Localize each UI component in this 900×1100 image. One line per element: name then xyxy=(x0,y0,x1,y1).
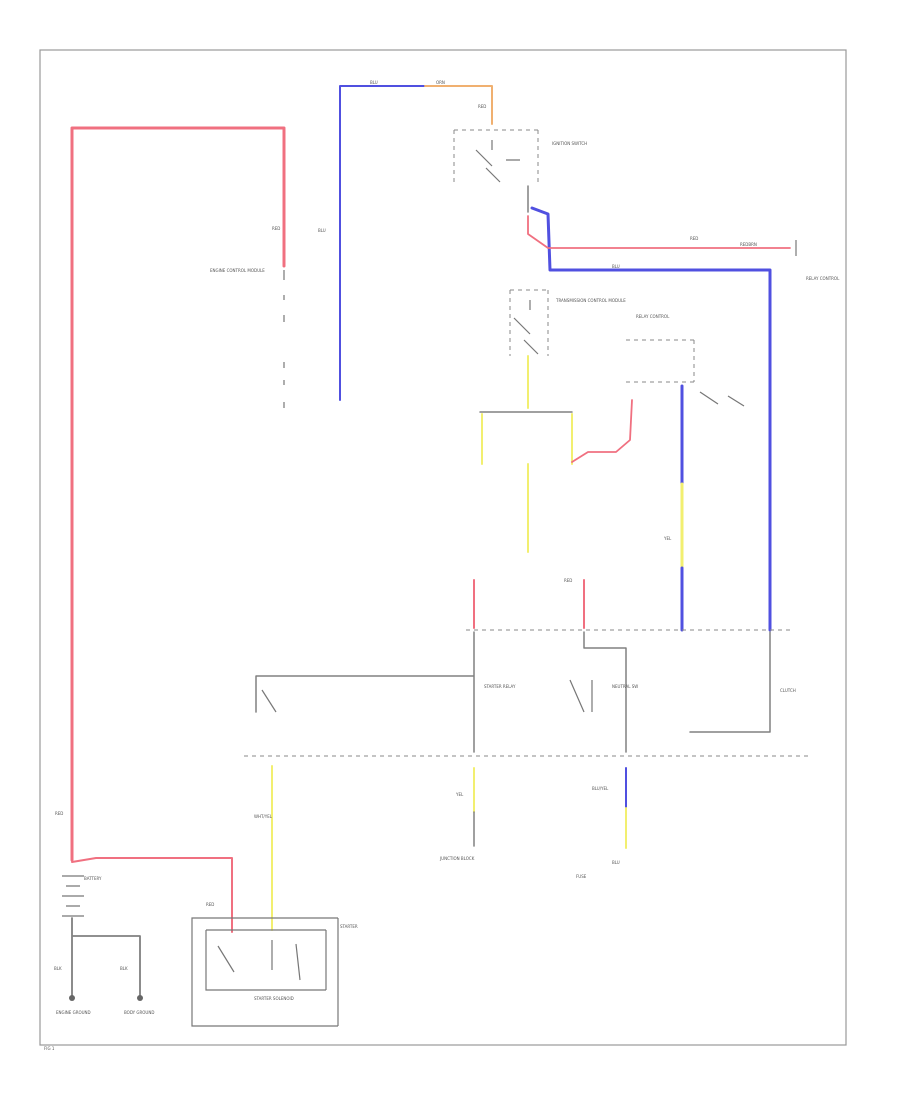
wire-blue-right-run xyxy=(530,206,772,632)
label-blu-top: BLU xyxy=(370,80,378,85)
label-neutral-switch: NEUTRAL SW xyxy=(612,684,638,689)
starter-solenoid-contacts xyxy=(217,940,301,981)
label-blu-lower: BLU xyxy=(612,860,620,865)
battery-symbol xyxy=(62,875,84,917)
label-blk-mid: BLK xyxy=(120,966,128,971)
label-battery: BATTERY xyxy=(84,876,102,881)
label-starter: STARTER xyxy=(340,924,358,929)
label-red-long: RED xyxy=(690,236,698,241)
label-relay-control: RELAY CONTROL xyxy=(806,276,840,281)
ignition-switch-contacts xyxy=(475,140,520,183)
wire-black-relay-section xyxy=(255,631,771,753)
ground-left-node xyxy=(69,995,75,1001)
wire-red-left-loop xyxy=(70,126,286,862)
label-yel-b: YEL xyxy=(455,792,464,797)
label-blu-yel: BLU/YEL xyxy=(592,786,609,791)
wire-red-battery xyxy=(71,857,233,933)
wire-orange-top xyxy=(424,85,493,125)
label-orn-top: ORN xyxy=(436,80,445,85)
label-yel-a: YEL xyxy=(663,536,672,541)
starter-frame-outer xyxy=(191,917,339,1027)
label-starter-solenoid: STARTER SOLENOID xyxy=(254,996,294,1001)
diagram-frame xyxy=(39,49,847,1046)
label-starter-relay: STARTER RELAY xyxy=(484,684,516,689)
label-blu-mid-right: BLU xyxy=(612,264,620,269)
label-transmission-control-module: TRANSMISSION CONTROL MODULE xyxy=(555,298,626,303)
relay-block-contacts xyxy=(699,391,745,407)
label-ground-right: JUNCTION BLOCK xyxy=(439,856,475,861)
label-engine-control-module: ENGINE CONTROL MODULE xyxy=(210,268,265,273)
wire-red-relay-link xyxy=(571,399,633,463)
label-blu-left-vertical: BLU xyxy=(318,228,326,233)
label-blk-left: BLK xyxy=(54,966,62,971)
tcm-bracket xyxy=(509,289,549,356)
relay-block-bracket xyxy=(626,339,695,383)
label-ignition-switch: IGNITION SWITCH xyxy=(552,141,587,146)
wire-black-battery-ground xyxy=(71,917,141,997)
label-red-left-top: RED xyxy=(272,226,280,231)
label-wht-yel: WHT/YEL xyxy=(254,814,273,819)
label-ground-left: ENGINE GROUND xyxy=(56,1010,91,1015)
wire-red-long xyxy=(527,215,791,249)
label-fig: FIG 1 xyxy=(44,1046,55,1051)
starter-frame-inner xyxy=(205,929,327,991)
neutral-switch-contact xyxy=(569,679,593,713)
label-clutch: CLUTCH xyxy=(780,688,796,693)
clutch-switch-contact xyxy=(261,689,277,713)
label-red-battery: RED xyxy=(206,902,214,907)
tcm-contacts xyxy=(513,300,539,355)
label-relay-block: RELAY CONTROL xyxy=(636,314,670,319)
ground-mid-node xyxy=(137,995,143,1001)
label-red-yel: RED xyxy=(564,578,572,583)
label-red-long2: REDBRN xyxy=(740,242,757,247)
ignition-switch-bracket xyxy=(453,129,539,186)
label-red-top-switch: RED xyxy=(478,104,486,109)
label-fuse: FUSE xyxy=(576,874,587,879)
label-red-left-vertical: RED xyxy=(55,811,63,816)
wire-blue-top xyxy=(339,85,426,401)
label-ground-mid: BODY GROUND xyxy=(124,1010,154,1015)
